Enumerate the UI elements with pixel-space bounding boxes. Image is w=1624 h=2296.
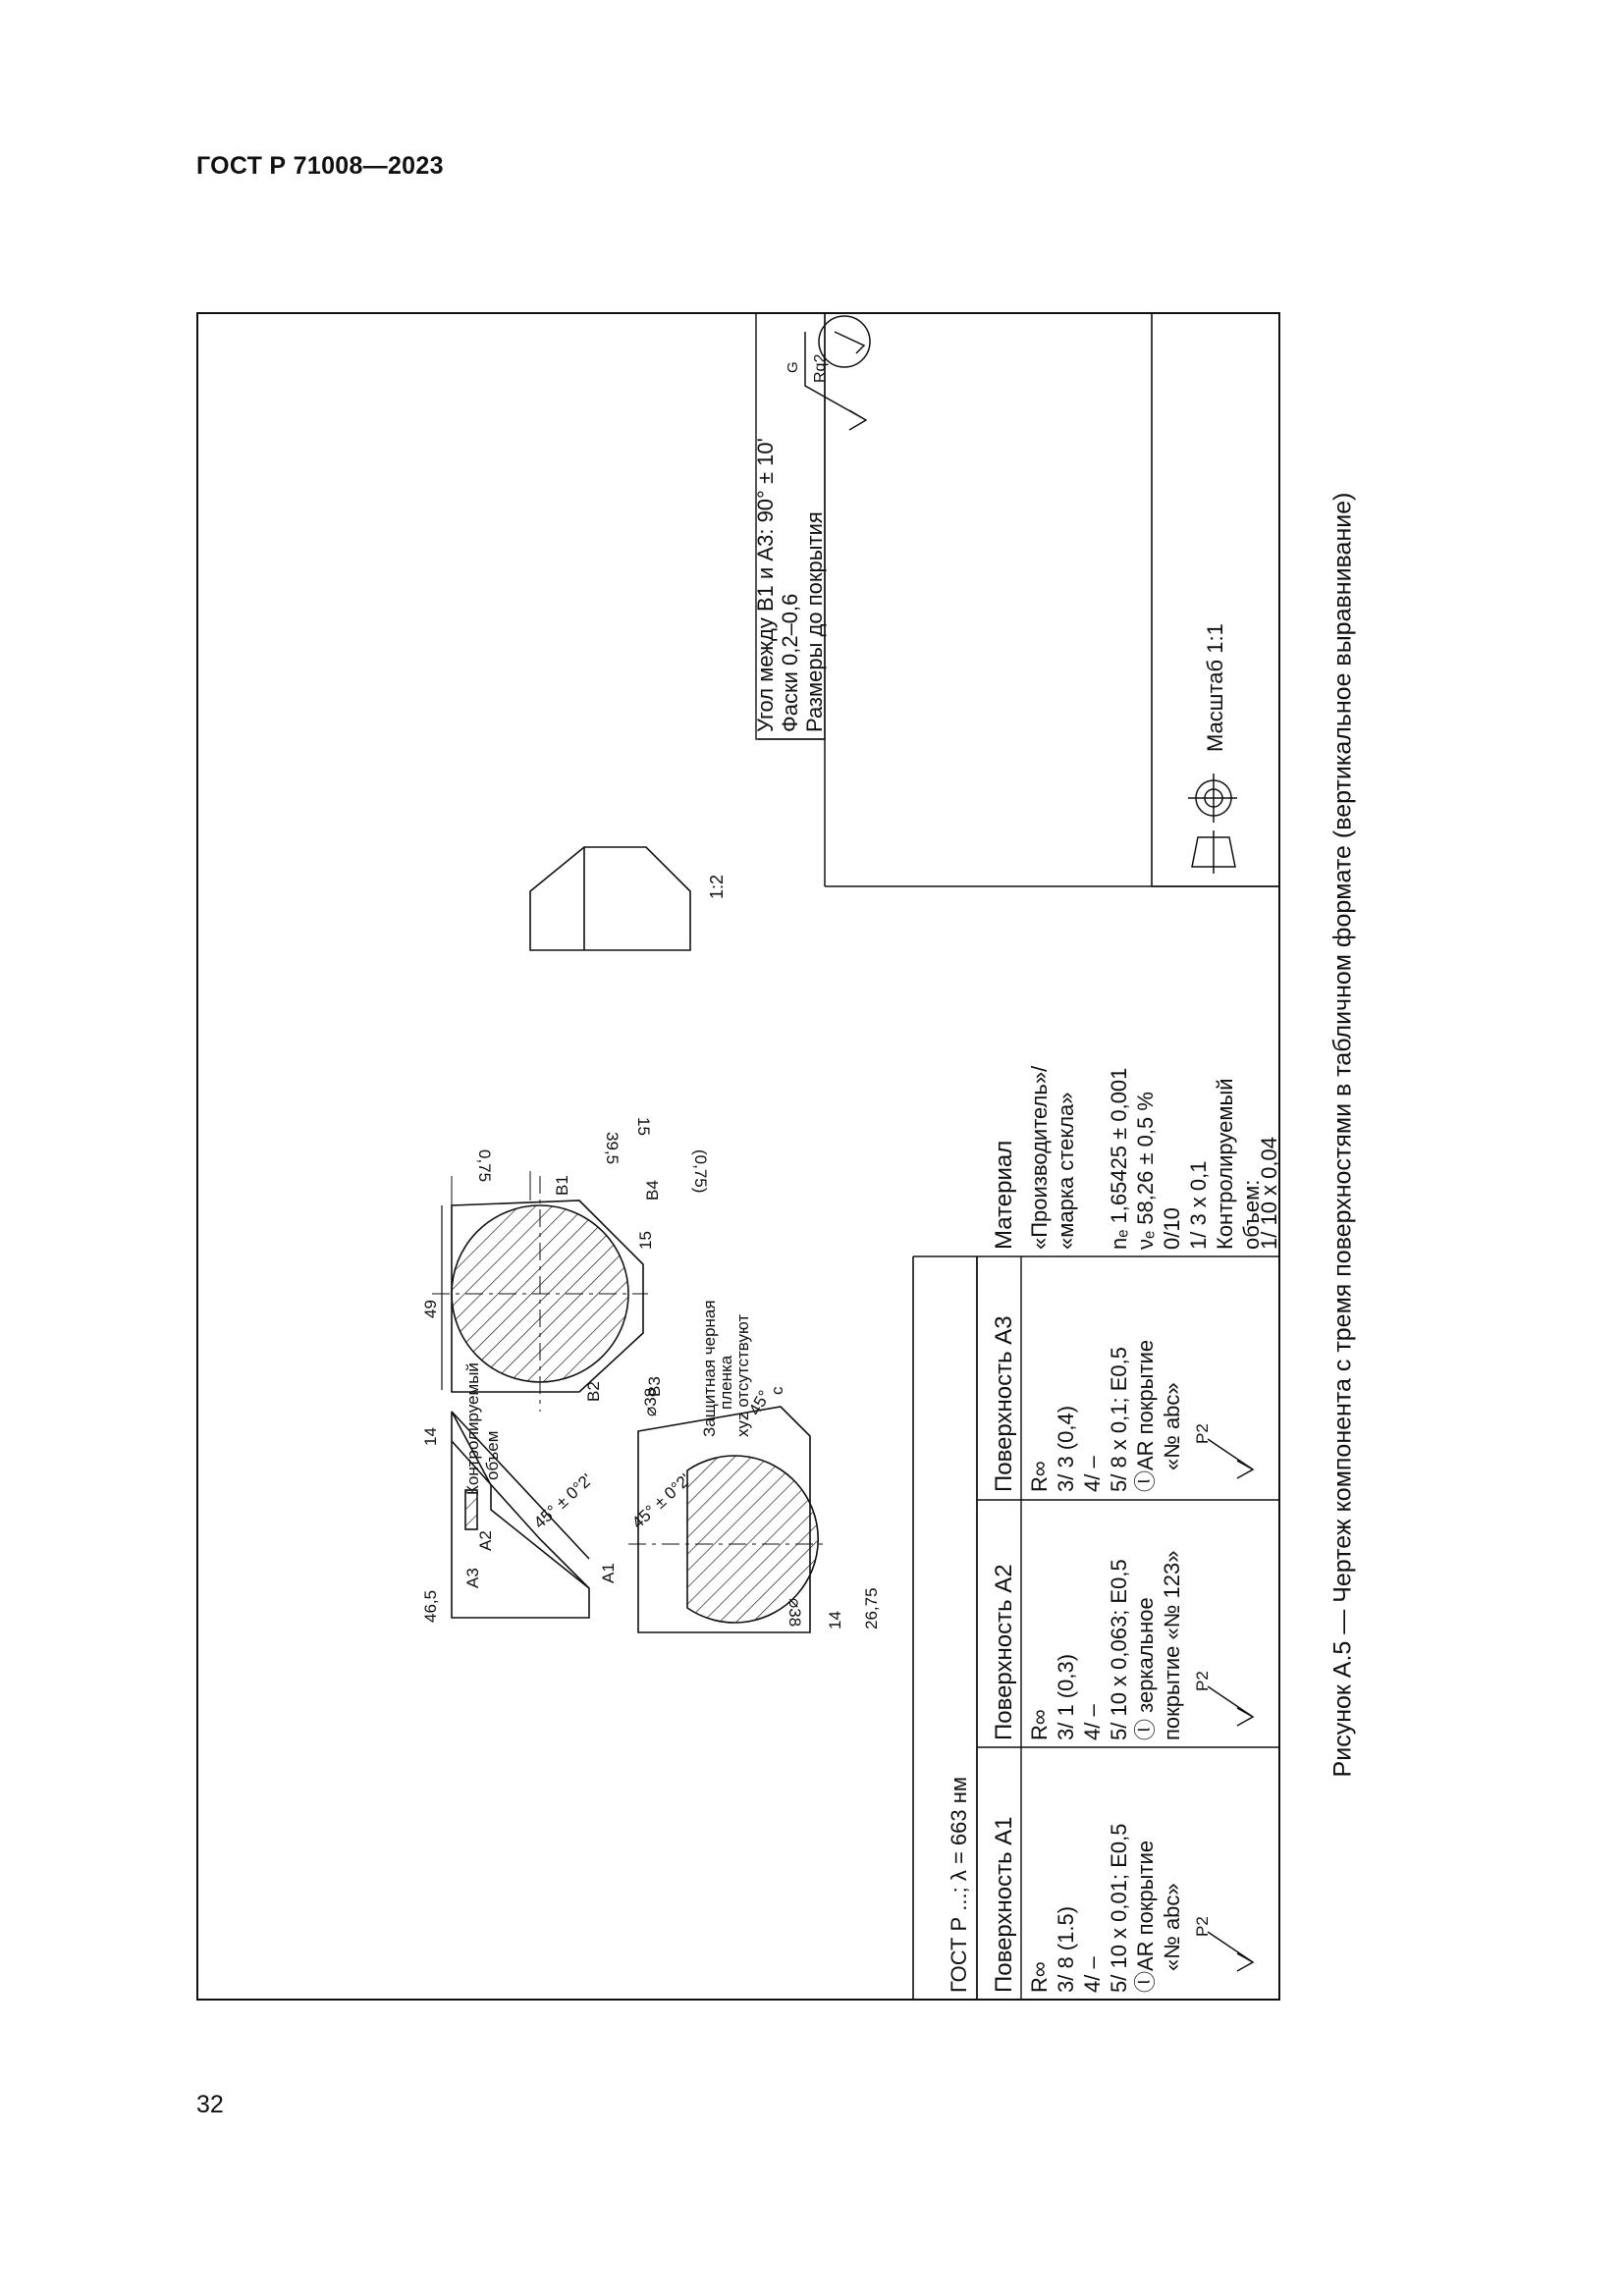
mat-line-8: объем:	[1239, 1180, 1264, 1250]
a2-line-5: покрытие «№ 123»	[1160, 1551, 1184, 1740]
a1-line-3: 5/ 10 x 0,01; E0,5	[1107, 1824, 1131, 1993]
roughness-symbol-a2	[1207, 1685, 1255, 1727]
dim-395: 39,5	[603, 1132, 622, 1164]
roughness-symbol-a1	[1207, 1931, 1255, 1972]
general-roughness-icon	[804, 315, 871, 431]
mat-line-9: 1/ 10 x 0,04	[1257, 1137, 1280, 1250]
label-b1: В1	[553, 1175, 571, 1196]
a2-line-2: 4/ –	[1080, 1704, 1105, 1740]
front-view	[451, 1411, 590, 1619]
dim-075b: (0,75)	[691, 1149, 710, 1193]
a3-line-5: «№ abc»	[1160, 1382, 1184, 1470]
roughness-symbol-a3	[1207, 1438, 1255, 1479]
mat-line-1: «марка стекла»	[1054, 1092, 1078, 1250]
ang-45a: 45° ± 0°2'	[530, 1470, 596, 1532]
isometric-view	[529, 846, 691, 951]
a2-line-0: R∞	[1027, 1709, 1052, 1740]
table-spec: ГОСТ Р ...; λ = 663 нм	[947, 1777, 971, 1993]
a1-line-1: 3/ 8 (1.5)	[1054, 1906, 1078, 1993]
label-film-3: xyz отсутствуют	[733, 1314, 752, 1437]
note-line-2: Размеры до покрытия	[802, 511, 827, 732]
side-view	[628, 1406, 825, 1633]
a3-line-1: 3/ 3 (0,4)	[1054, 1406, 1078, 1492]
dim-46: 46,5	[421, 1590, 440, 1623]
mat-line-4: νₑ 58,26 ± 0,5 %	[1133, 1092, 1158, 1250]
label-a1: А1	[599, 1563, 618, 1583]
mat-line-7: Контролируемый	[1213, 1078, 1237, 1250]
dim-15b: 15	[634, 1117, 653, 1136]
note-line-0: Угол между В1 и А3: 90° ± 10'	[753, 438, 778, 732]
scale-label: Масштаб 1:1	[1203, 623, 1227, 752]
dim-49: 49	[421, 1300, 440, 1318]
a2-line-1: 3/ 1 (0,3)	[1054, 1654, 1078, 1740]
mat-line-3: nₑ 1,65425 ± 0,001	[1107, 1068, 1131, 1250]
a1-line-2: 4/ –	[1080, 1956, 1105, 1993]
label-b3: В3	[645, 1376, 664, 1397]
label-b2: В2	[584, 1381, 603, 1402]
label-b4: В4	[643, 1180, 662, 1201]
mat-line-5: 0/10	[1160, 1207, 1184, 1250]
table-header-a2: Поверхность А2	[991, 1564, 1017, 1740]
a1-line-4: ⓛAR покрытие	[1133, 1841, 1158, 1993]
a2-line-4: ⓛ зеркальное	[1133, 1597, 1158, 1740]
label-controlled-1: Контролируемый	[463, 1362, 482, 1495]
label-a2: А2	[476, 1530, 495, 1551]
dim-15a: 15	[636, 1231, 655, 1250]
finish-a2: P2	[1193, 1671, 1212, 1691]
figure-caption: Рисунок А.5 — Чертеж компонента с тремя …	[1328, 492, 1357, 1778]
top-view	[432, 1171, 648, 1412]
drawing-border	[196, 312, 1280, 2001]
dim-14b: 14	[826, 1611, 844, 1629]
a3-line-4: ⓛAR покрытие	[1133, 1340, 1158, 1492]
drawing-canvas: ГОСТ Р ...; λ = 663 нм Поверхность А1 По…	[196, 312, 1280, 2001]
dim-d38b: ⌀38	[785, 1598, 804, 1627]
label-film-1: Защитная черная	[700, 1300, 719, 1437]
table-header-a1: Поверхность А1	[991, 1816, 1017, 1993]
mat-line-0: «Производитель»/	[1027, 1065, 1052, 1250]
note-line-1: Фаски 0,2–0,6	[778, 594, 802, 732]
surface-table: ГОСТ Р ...; λ = 663 нм Поверхность А1 По…	[912, 1065, 1280, 2000]
iso-scale-label: 1:2	[707, 875, 727, 899]
finish-a3: P2	[1193, 1423, 1212, 1444]
title-block	[755, 312, 1279, 887]
projection-symbol-icon	[1188, 774, 1237, 874]
chamfer-c: c	[768, 1386, 786, 1395]
mat-line-6: 1/ 3 x 0,1	[1186, 1160, 1211, 1250]
roughness-rq2: Rq2	[812, 354, 829, 383]
a1-line-0: R∞	[1027, 1961, 1052, 1993]
a3-line-3: 5/ 8 x 0,1; E0,5	[1107, 1347, 1131, 1492]
document-header: ГОСТ Р 71008—2023	[196, 152, 444, 180]
label-a3: А3	[463, 1568, 482, 1588]
table-header-material: Материал	[991, 1141, 1017, 1250]
dim-14a: 14	[421, 1427, 440, 1446]
dim-075a: 0,75	[475, 1149, 494, 1182]
dim-d38a: ⌀38	[641, 1388, 660, 1416]
a3-line-0: R∞	[1027, 1461, 1052, 1492]
finish-a1: P2	[1193, 1916, 1212, 1937]
a1-line-5: «№ abc»	[1160, 1883, 1184, 1971]
label-controlled-2: объем	[483, 1431, 502, 1480]
table-header-a3: Поверхность А3	[991, 1315, 1017, 1492]
dim-2675: 26,75	[862, 1587, 881, 1629]
roughness-g: G	[785, 361, 801, 373]
a2-line-3: 5/ 10 x 0,063; E0,5	[1107, 1559, 1131, 1740]
page-number: 32	[196, 2091, 224, 2118]
technical-drawing: ГОСТ Р ...; λ = 663 нм Поверхность А1 По…	[196, 312, 1280, 2001]
label-film-2: пленка	[717, 1355, 735, 1410]
a3-line-2: 4/ –	[1080, 1456, 1105, 1492]
